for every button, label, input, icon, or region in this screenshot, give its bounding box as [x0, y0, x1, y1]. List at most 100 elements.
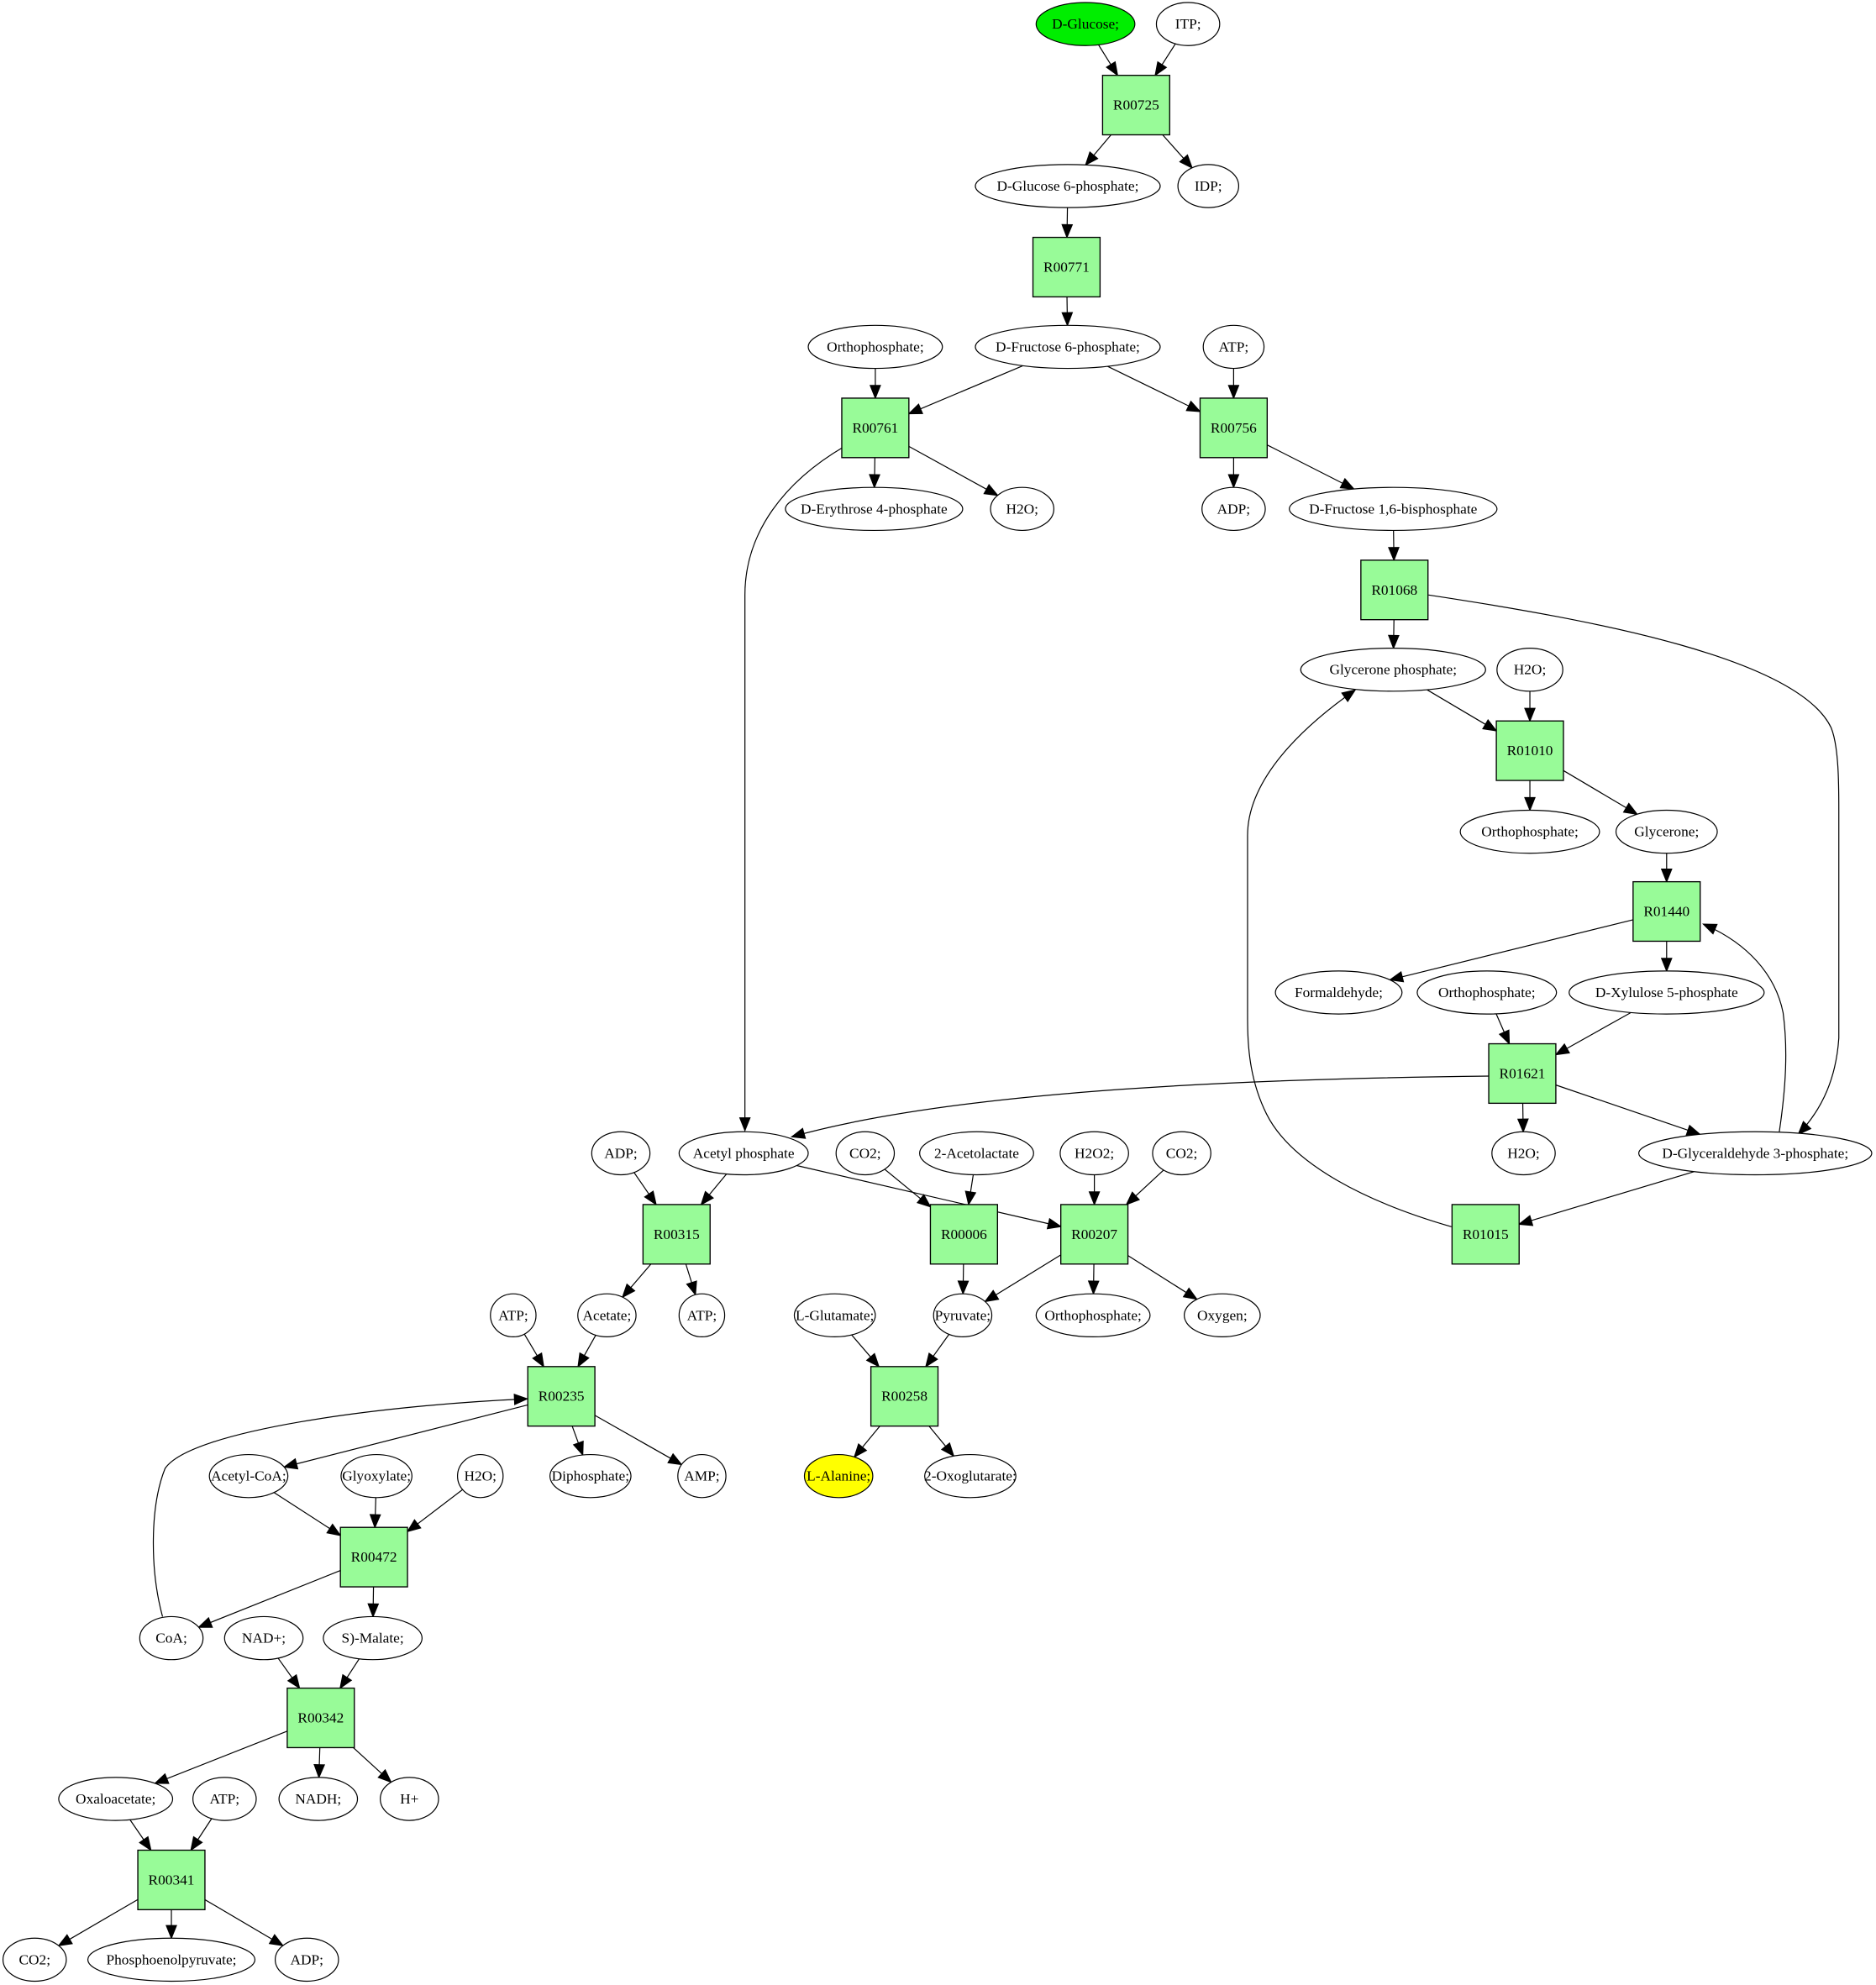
reaction-label: R00207: [1071, 1226, 1117, 1242]
edge: [1107, 365, 1201, 412]
reaction-node[interactable]: R00472: [339, 1526, 408, 1588]
edge: [1524, 691, 1536, 722]
compound-node[interactable]: Formaldehyde;: [1274, 970, 1403, 1015]
compound-node[interactable]: AMP;: [677, 1453, 727, 1499]
edge: [1495, 1013, 1511, 1046]
reaction-node[interactable]: R01068: [1360, 559, 1429, 621]
arrow-head-icon: [700, 1190, 714, 1206]
compound-node[interactable]: NAD+;: [223, 1615, 304, 1661]
reaction-node[interactable]: R00315: [642, 1204, 711, 1265]
reaction-node[interactable]: R00761: [841, 397, 910, 459]
compound-node[interactable]: Orthophosphate;: [1459, 809, 1600, 854]
compound-label: D-Fructose 6-phosphate;: [996, 339, 1140, 354]
compound-node[interactable]: Orthophosphate;: [1035, 1293, 1151, 1338]
compound-node[interactable]: ADP;: [274, 1937, 339, 1982]
edge: [1563, 769, 1639, 816]
compound-node[interactable]: Diphosphate;: [549, 1453, 632, 1499]
compound-node[interactable]: H2O;: [456, 1453, 504, 1499]
arrow-head-icon: [984, 1289, 1000, 1303]
reaction-label: R00258: [881, 1389, 927, 1405]
edge-line: [1427, 689, 1497, 732]
compound-node[interactable]: H2O;: [1491, 1131, 1556, 1176]
edge: [633, 1172, 657, 1206]
arrow-head-icon: [621, 1283, 636, 1299]
arrow-head-icon: [369, 1514, 381, 1529]
compound-label: Glycerone;: [1634, 824, 1699, 840]
compound-node[interactable]: L-Glutamate;: [793, 1293, 876, 1338]
compound-node[interactable]: Oxaloacetate;: [58, 1777, 174, 1821]
compound-node[interactable]: IDP;: [1177, 164, 1240, 208]
compound-label: Orthophosphate;: [1044, 1307, 1142, 1323]
compound-node[interactable]: CO2;: [1152, 1131, 1211, 1176]
reaction-node[interactable]: R00235: [527, 1366, 596, 1427]
compound-node[interactable]: ATP;: [192, 1777, 257, 1821]
reaction-box: [1199, 397, 1269, 459]
compound-node[interactable]: H+: [380, 1777, 439, 1821]
reaction-node[interactable]: R00258: [870, 1366, 939, 1427]
edge-line: [273, 1492, 341, 1536]
edge: [1660, 941, 1673, 973]
compound-node[interactable]: Glycerone phosphate;: [1300, 647, 1486, 692]
reaction-node[interactable]: R00207: [1060, 1204, 1129, 1265]
compound-node[interactable]: Phosphoenolpyruvate;: [87, 1937, 256, 1982]
edge: [197, 1570, 341, 1628]
compound-node[interactable]: D-Xylulose 5-phosphate: [1569, 970, 1765, 1015]
compound-node[interactable]: D-Fructose 6-phosphate;: [975, 324, 1161, 370]
compound-node[interactable]: CoA;: [139, 1615, 204, 1661]
compound-node[interactable]: H2O;: [1496, 647, 1563, 692]
reaction-box: [1060, 1204, 1129, 1265]
compound-label: D-Fructose 1,6-bisphosphate: [1309, 501, 1478, 517]
compound-node[interactable]: CO2;: [2, 1937, 67, 1982]
edge: [1517, 1171, 1695, 1226]
reaction-label: R00315: [654, 1226, 700, 1242]
compound-node[interactable]: D-Glyceraldehyde 3-phosphate;: [1638, 1131, 1873, 1176]
compound-node[interactable]: Oxygen;: [1184, 1293, 1261, 1338]
compound-node-target[interactable]: L-Alanine;: [803, 1453, 874, 1499]
edge: [984, 1254, 1061, 1303]
reaction-box: [1032, 236, 1101, 298]
compound-node[interactable]: ITP;: [1155, 2, 1221, 46]
reaction-node[interactable]: R01621: [1488, 1042, 1557, 1105]
compound-node[interactable]: Orthophosphate;: [1416, 970, 1558, 1015]
compound-node[interactable]: ADP;: [591, 1131, 651, 1176]
compound-node[interactable]: Glycerone;: [1615, 809, 1718, 854]
compound-node[interactable]: NADH;: [278, 1777, 359, 1821]
compound-node[interactable]: 2-Acetolactate: [919, 1131, 1034, 1176]
reaction-node[interactable]: R00341: [137, 1849, 206, 1911]
reaction-node[interactable]: R01010: [1495, 720, 1564, 781]
reaction-node[interactable]: R00725: [1101, 74, 1170, 136]
compound-node[interactable]: ATP;: [678, 1293, 726, 1338]
reaction-box: [286, 1687, 355, 1749]
compound-node[interactable]: D-Fructose 1,6-bisphosphate: [1289, 486, 1498, 532]
edge: [869, 457, 880, 489]
compound-node[interactable]: Acetate;: [577, 1293, 637, 1338]
compound-node[interactable]: D-Erythrose 4-phosphate: [785, 486, 964, 532]
compound-ellipse: [1569, 970, 1765, 1015]
compound-node[interactable]: ADP;: [1201, 486, 1266, 532]
compound-node[interactable]: CO2;: [835, 1131, 896, 1176]
arrow-head-icon: [869, 385, 881, 400]
compound-node[interactable]: D-Glucose 6-phosphate;: [975, 164, 1161, 208]
compound-node[interactable]: ATP;: [490, 1293, 537, 1338]
compound-node[interactable]: Pyruvate;: [933, 1293, 993, 1338]
reaction-label: R00761: [852, 420, 898, 436]
compound-node[interactable]: S)-Malate;: [323, 1615, 423, 1661]
reaction-node[interactable]: R00756: [1199, 397, 1269, 459]
compound-node[interactable]: 2-Oxoglutarate;: [924, 1453, 1017, 1499]
compound-node[interactable]: Acetyl phosphate: [678, 1131, 809, 1176]
compound-node[interactable]: H2O;: [990, 486, 1054, 532]
compound-node[interactable]: Acetyl-CoA;: [208, 1453, 289, 1499]
reaction-node[interactable]: R01440: [1632, 880, 1701, 943]
reaction-node[interactable]: R00006: [929, 1204, 999, 1265]
reaction-node[interactable]: R00342: [286, 1687, 355, 1749]
compound-node[interactable]: H2O2;: [1059, 1131, 1129, 1176]
compound-node-source[interactable]: D-Glucose;: [1035, 2, 1136, 46]
edge: [367, 1587, 380, 1619]
reaction-node[interactable]: R01015: [1451, 1204, 1520, 1265]
reaction-node[interactable]: R00771: [1032, 236, 1101, 298]
compound-node[interactable]: Orthophosphate;: [807, 324, 943, 370]
compound-node[interactable]: ATP;: [1202, 324, 1265, 370]
arrow-head-icon: [1227, 474, 1240, 489]
compound-node[interactable]: Glyoxylate;: [340, 1453, 413, 1499]
